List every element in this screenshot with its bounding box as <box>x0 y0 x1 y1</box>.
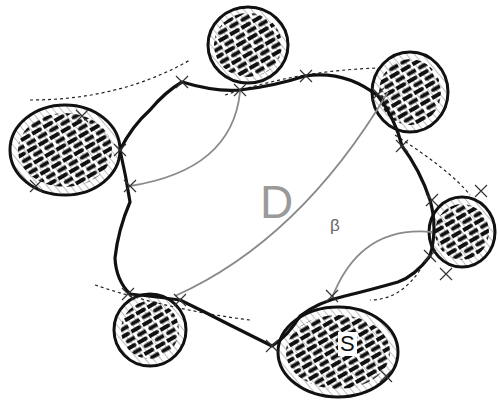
cross-mark <box>30 70 487 382</box>
domain-boundary <box>115 75 434 346</box>
obstacle <box>10 7 495 397</box>
path-curve <box>130 92 432 298</box>
obstacle-label: S <box>338 332 357 356</box>
angle-label: β <box>328 216 342 235</box>
region-label: D <box>258 178 295 226</box>
